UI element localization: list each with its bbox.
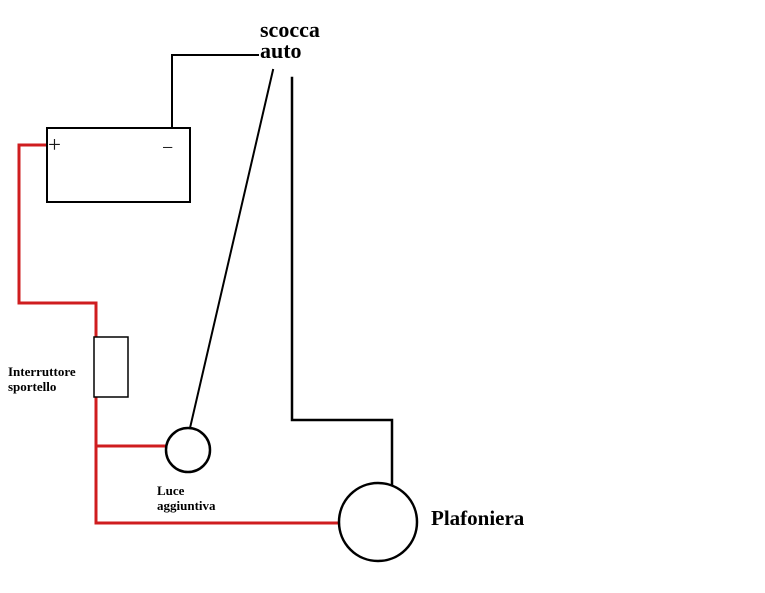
additional-light-label: Luce aggiuntiva xyxy=(157,483,216,513)
chassis-ground-label: scocca auto xyxy=(260,17,320,63)
battery-negative-terminal-label: − xyxy=(162,137,174,159)
positive-wire-switch-to-dome-light xyxy=(94,395,342,525)
door-switch-label: Interruttore sportello xyxy=(8,364,76,394)
dome-light-label: Plafoniera xyxy=(431,506,525,530)
positive-wire-battery-to-switch xyxy=(17,143,98,339)
ground-wire-additional-light-to-chassis xyxy=(188,68,275,430)
battery-positive-terminal-label: + xyxy=(48,132,61,157)
ground-wire-dome-light-to-chassis xyxy=(290,76,394,486)
dome-light-symbol xyxy=(337,481,419,563)
additional-light-symbol xyxy=(164,426,212,474)
ground-wire-battery-to-chassis xyxy=(171,54,259,129)
door-switch-symbol xyxy=(93,336,129,398)
battery-symbol xyxy=(46,127,191,203)
